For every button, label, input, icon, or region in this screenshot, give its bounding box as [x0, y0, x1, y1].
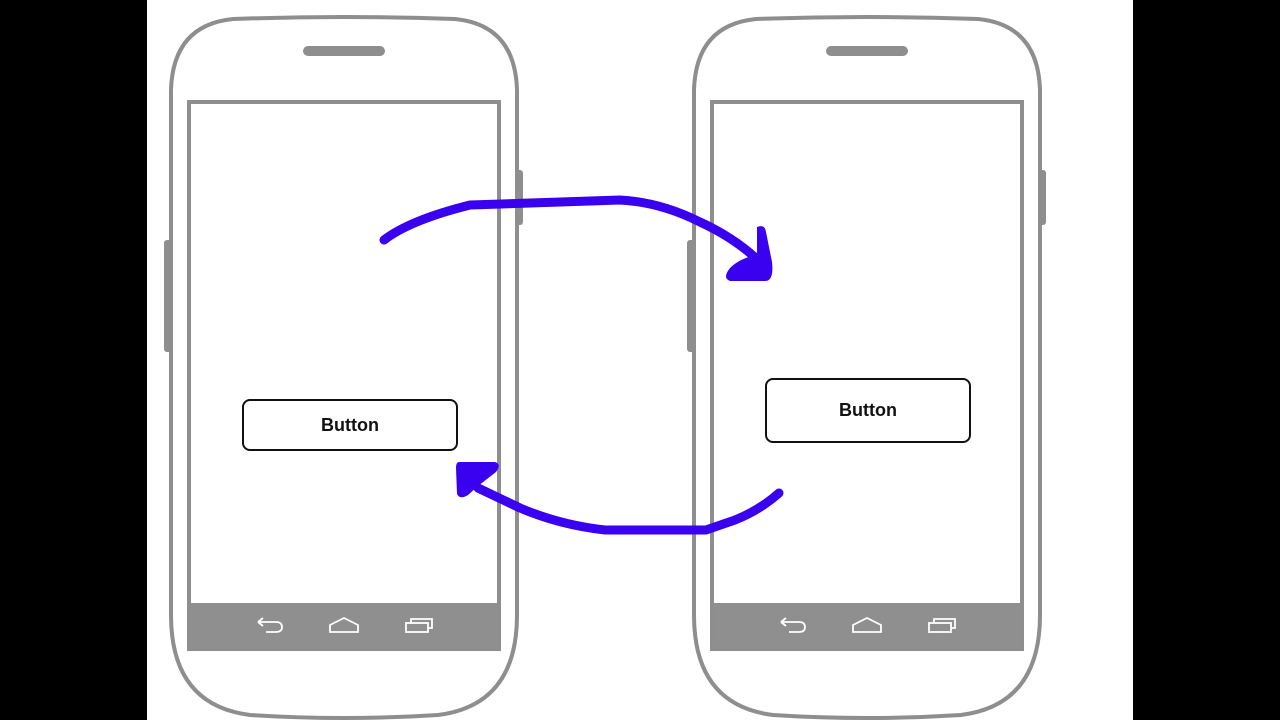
button-label: Button — [839, 400, 897, 420]
speaker — [303, 46, 385, 56]
nav-bar — [714, 603, 1020, 647]
phone-screen: Button — [187, 100, 501, 651]
recent-apps-icon[interactable] — [925, 614, 959, 636]
phone-left: Button — [163, 15, 525, 720]
nav-bar — [191, 603, 497, 647]
button[interactable]: Button — [242, 399, 458, 451]
recent-apps-icon[interactable] — [402, 614, 436, 636]
speaker — [826, 46, 908, 56]
home-icon[interactable] — [850, 614, 884, 636]
home-icon[interactable] — [327, 614, 361, 636]
phone-screen: Button — [710, 100, 1024, 651]
phone-right: Button — [686, 15, 1048, 720]
back-icon[interactable] — [775, 614, 809, 636]
button[interactable]: Button — [765, 378, 971, 443]
back-icon[interactable] — [252, 614, 286, 636]
button-label: Button — [321, 414, 379, 435]
